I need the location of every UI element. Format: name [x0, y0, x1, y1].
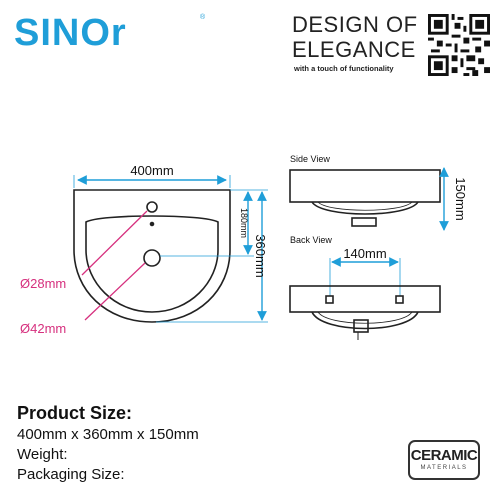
brand-logo: SINOr — [14, 12, 127, 54]
depth-label: 150mm — [453, 177, 468, 220]
product-size-title: Product Size: — [17, 403, 133, 423]
side-view-label: Side View — [290, 154, 330, 164]
tagline-line1: DESIGN OF — [292, 12, 418, 37]
diameter-leaders — [81, 210, 148, 321]
drain-diameter-label: Ø42mm — [20, 321, 66, 336]
ceramic-badge: CERAMIC MATERIALS — [408, 440, 480, 480]
drain-hole — [143, 249, 161, 267]
product-size-value: 400mm x 360mm x 150mm — [17, 426, 199, 443]
technical-drawing: 400mm 180mm 360mm Ø28mm Ø42mm Side View … — [20, 154, 468, 340]
tagline-line2: ELEGANCE — [292, 37, 416, 62]
width-label: 400mm — [130, 163, 173, 178]
back-view-label: Back View — [290, 235, 332, 245]
tagline-line3: with a touch of functionality — [294, 64, 394, 73]
badge-main-text: CERAMIC — [410, 447, 478, 464]
front-view-basin — [73, 189, 231, 323]
spacing-label: 140mm — [343, 246, 386, 261]
back-view-shape — [289, 285, 441, 340]
packaging-size-label: Packaging Size: — [17, 466, 125, 483]
qr-code-icon — [428, 14, 490, 76]
weight-label: Weight: — [17, 446, 68, 463]
badge-sub-text: MATERIALS — [420, 465, 468, 471]
registered-mark: ® — [200, 14, 206, 21]
front-dimensions — [73, 175, 268, 323]
tap-height-label: 180mm — [239, 208, 249, 238]
basin-outline — [73, 189, 231, 323]
tap-hole — [146, 201, 158, 213]
side-view-shape — [289, 169, 441, 227]
basin-bowl — [85, 215, 219, 313]
height-label: 360mm — [253, 234, 268, 277]
tap-diameter-label: Ø28mm — [20, 276, 66, 291]
overflow-hole — [149, 221, 155, 227]
